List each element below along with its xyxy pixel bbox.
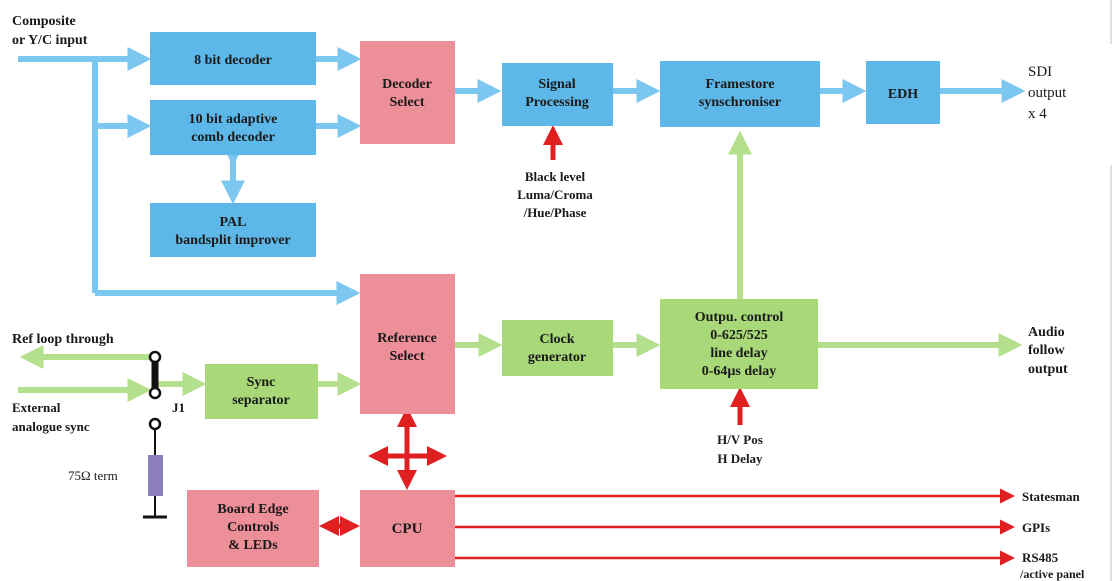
block-edh: EDH bbox=[866, 61, 940, 124]
control-labels: Black level Luma/Croma /Hue/Phase H/V Po… bbox=[517, 169, 763, 466]
j1-switch bbox=[143, 350, 167, 519]
ref-loop-label: Ref loop through bbox=[12, 332, 114, 347]
block-comb-decoder: 10 bit adaptive comb decoder bbox=[150, 100, 316, 155]
block-8bit-decoder: 8 bit decoder bbox=[150, 32, 316, 85]
block-label: 8 bit decoder bbox=[194, 53, 272, 68]
composite-input-label: or Y/C input bbox=[12, 33, 88, 48]
block-label: CPU bbox=[392, 521, 423, 537]
block-framestore: Framestore synschroniser bbox=[660, 61, 820, 127]
rs485-label: /active panel bbox=[1019, 567, 1085, 581]
block-label: comb decoder bbox=[191, 130, 275, 145]
block-label: Reference bbox=[377, 331, 437, 346]
block-label: generator bbox=[528, 350, 586, 365]
block-reference-select: Reference Select bbox=[360, 274, 455, 414]
j1-bottom-pin-icon bbox=[148, 417, 162, 431]
block-label: Processing bbox=[525, 95, 589, 110]
blue-signal-lines bbox=[18, 47, 1026, 305]
block-label: Framestore bbox=[706, 77, 775, 92]
hv-pos-label: H/V Pos bbox=[717, 432, 763, 447]
block-label: 0-625/525 bbox=[710, 328, 768, 343]
red-control-lines bbox=[318, 124, 1015, 566]
block-pal-bandsplit: PAL bandsplit improver bbox=[150, 203, 316, 257]
block-signal-processing: Signal Processing bbox=[502, 63, 613, 126]
black-level-label: Luma/Croma bbox=[517, 187, 593, 202]
j1-top-pin-icon bbox=[148, 350, 162, 364]
block-cpu: CPU bbox=[360, 490, 455, 567]
block-label: Board Edge bbox=[217, 502, 288, 517]
audio-output-label: follow bbox=[1028, 343, 1065, 358]
block-label: 10 bit adaptive bbox=[189, 112, 278, 127]
output-labels: SDI output x 4 Audio follow output State… bbox=[1019, 64, 1085, 581]
j1-mid-pin-icon bbox=[148, 386, 162, 400]
block-label: & LEDs bbox=[228, 538, 278, 553]
composite-input-label: Composite bbox=[12, 14, 76, 29]
audio-output-label: output bbox=[1028, 362, 1068, 377]
block-label: Sync bbox=[247, 375, 276, 390]
block-label: Signal bbox=[538, 77, 575, 92]
block-label: Select bbox=[390, 349, 425, 364]
sdi-output-label: SDI bbox=[1028, 64, 1052, 80]
sdi-output-label: x 4 bbox=[1028, 106, 1047, 122]
external-sync-label: analogue sync bbox=[12, 419, 90, 434]
gpis-label: GPIs bbox=[1022, 520, 1050, 535]
block-label: Decoder bbox=[382, 77, 432, 92]
j1-label: J1 bbox=[172, 400, 185, 415]
block-label: 0-64µs delay bbox=[702, 364, 777, 379]
hv-pos-label: H Delay bbox=[717, 451, 763, 466]
black-level-label: Black level bbox=[525, 169, 586, 184]
sdi-output-label: output bbox=[1028, 85, 1067, 101]
audio-output-label: Audio bbox=[1028, 325, 1065, 340]
block-label: Controls bbox=[227, 520, 279, 535]
input-labels: Composite or Y/C input Ref loop through … bbox=[12, 14, 185, 483]
term-label: 75Ω term bbox=[68, 468, 118, 483]
block-board-edge: Board Edge Controls & LEDs bbox=[187, 490, 319, 567]
block-label: separator bbox=[232, 393, 290, 408]
block-label: line delay bbox=[710, 346, 767, 361]
block-label: bandsplit improver bbox=[175, 233, 290, 248]
statesman-label: Statesman bbox=[1022, 489, 1081, 504]
external-sync-label: External bbox=[12, 400, 61, 415]
block-label: EDH bbox=[888, 87, 918, 102]
block-output-control: Outpu. control 0-625/525 line delay 0-64… bbox=[660, 299, 818, 389]
block-label: synschroniser bbox=[699, 95, 781, 110]
term-resistor-icon bbox=[148, 455, 163, 496]
block-label: Outpu. control bbox=[695, 310, 784, 325]
block-clock-generator: Clock generator bbox=[502, 320, 613, 376]
block-label: Clock bbox=[540, 332, 575, 347]
block-label: PAL bbox=[220, 215, 247, 230]
black-level-label: /Hue/Phase bbox=[523, 205, 587, 220]
block-sync-separator: Sync separator bbox=[205, 364, 318, 419]
block-decoder-select: Decoder Select bbox=[360, 41, 455, 144]
green-ref-lines bbox=[18, 130, 1023, 402]
block-label: Select bbox=[390, 95, 425, 110]
rs485-label: RS485 bbox=[1022, 550, 1059, 565]
